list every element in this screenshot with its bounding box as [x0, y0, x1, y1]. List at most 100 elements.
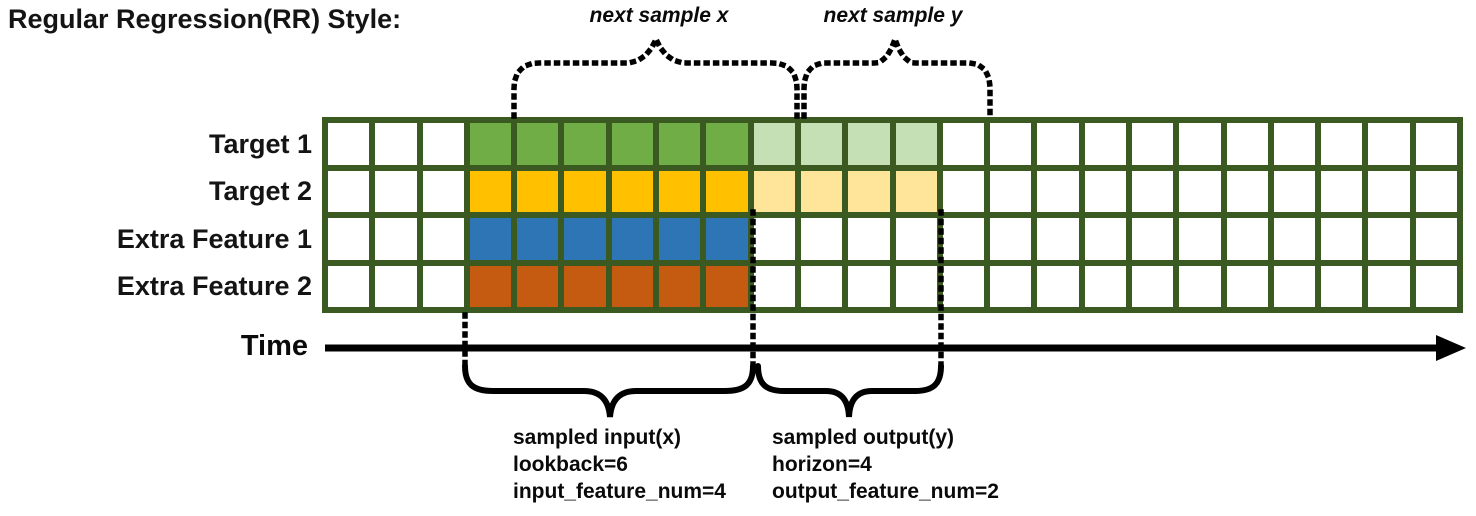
grid-cell — [422, 265, 464, 307]
grid-cell — [659, 265, 701, 307]
grid-cell — [753, 170, 795, 212]
grid-cell — [1179, 218, 1221, 260]
grid-cell — [895, 170, 937, 212]
grid-cell — [328, 170, 370, 212]
grid-cell — [469, 265, 512, 307]
horizon-value: horizon=4 — [772, 453, 872, 476]
grid-cell — [422, 170, 464, 212]
grid-cell — [659, 218, 701, 260]
grid-cell — [706, 218, 748, 260]
grid-cell — [1273, 123, 1316, 165]
grid-cell — [1368, 170, 1410, 212]
sampled-input-title: sampled input(x) — [513, 426, 682, 449]
sampled-output-title: sampled output(y) — [772, 426, 954, 449]
grid-cell — [375, 123, 417, 165]
grid-cell — [848, 218, 890, 260]
sample-grid — [322, 117, 1463, 313]
grid-cell — [422, 123, 464, 165]
grid-cell — [564, 218, 606, 260]
grid-cell — [1415, 170, 1457, 212]
grid-cell — [469, 218, 512, 260]
sampled-input-brace — [462, 363, 756, 418]
grid-cell — [942, 170, 985, 212]
row-label-target-2: Target 2 — [208, 176, 312, 206]
input-feature-num-value: input_feature_num=4 — [513, 480, 726, 503]
grid-cell — [1037, 218, 1079, 260]
grid-cell — [1131, 265, 1174, 307]
grid-cell — [895, 123, 937, 165]
grid-cell — [990, 265, 1032, 307]
grid-cell — [895, 265, 937, 307]
grid-cell — [469, 123, 512, 165]
grid-cell — [375, 265, 417, 307]
grid-cell — [753, 123, 795, 165]
grid-cell — [1084, 218, 1126, 260]
grid-cell — [942, 265, 985, 307]
output-feature-num-value: output_feature_num=2 — [772, 480, 999, 503]
sampled-output-brace — [755, 363, 944, 418]
grid-cell — [1321, 265, 1363, 307]
grid-cell — [1368, 123, 1410, 165]
grid-cell — [990, 170, 1032, 212]
grid-cell — [1415, 265, 1457, 307]
grid-cell — [753, 218, 795, 260]
grid-cell — [611, 123, 654, 165]
next-sample-y-dotted-brace — [801, 30, 993, 119]
row-label-extra-feature-1: Extra Feature 1 — [116, 224, 312, 254]
grid-cell — [375, 218, 417, 260]
grid-cell — [848, 170, 890, 212]
grid-cell — [800, 218, 843, 260]
grid-cell — [1037, 265, 1079, 307]
grid-cell — [611, 170, 654, 212]
grid-cell — [1179, 265, 1221, 307]
grid-cell — [1131, 218, 1174, 260]
grid-cell — [469, 170, 512, 212]
grid-cell — [328, 265, 370, 307]
grid-cell — [753, 265, 795, 307]
grid-cell — [659, 123, 701, 165]
grid-cell — [942, 123, 985, 165]
grid-cell — [706, 170, 748, 212]
grid-cell — [800, 265, 843, 307]
grid-cell — [517, 170, 559, 212]
grid-cell — [942, 218, 985, 260]
next-sample-x-dotted-brace — [511, 31, 800, 119]
grid-cell — [895, 218, 937, 260]
grid-cell — [1226, 218, 1268, 260]
grid-cell — [659, 170, 701, 212]
lookback-value: lookback=6 — [513, 453, 628, 476]
grid-cell — [1415, 123, 1457, 165]
time-axis-arrowhead-icon — [1436, 335, 1466, 361]
grid-cell — [848, 123, 890, 165]
grid-cell — [800, 123, 843, 165]
grid-cell — [800, 170, 843, 212]
row-label-extra-feature-2: Extra Feature 2 — [116, 271, 312, 301]
grid-cell — [1273, 218, 1316, 260]
time-axis-label: Time — [240, 330, 308, 362]
grid-cell — [1226, 265, 1268, 307]
grid-cell — [1037, 123, 1079, 165]
grid-cell — [564, 265, 606, 307]
grid-cell — [1273, 170, 1316, 212]
grid-cell — [990, 218, 1032, 260]
grid-cell — [1179, 123, 1221, 165]
next-sample-y-label: next sample y — [823, 4, 963, 27]
grid-cell — [517, 265, 559, 307]
grid-cell — [564, 123, 606, 165]
grid-cell — [1131, 123, 1174, 165]
grid-cell — [1084, 123, 1126, 165]
grid-cell — [1368, 218, 1410, 260]
row-label-target-1: Target 1 — [208, 129, 312, 159]
grid-cell — [1273, 265, 1316, 307]
grid-cell — [1321, 170, 1363, 212]
grid-cell — [1131, 170, 1174, 212]
next-sample-x-label: next sample x — [589, 4, 729, 27]
grid-cell — [1179, 170, 1221, 212]
grid-cell — [517, 218, 559, 260]
grid-cell — [1084, 170, 1126, 212]
grid-cell — [328, 123, 370, 165]
grid-cell — [706, 265, 748, 307]
grid-cell — [1037, 170, 1079, 212]
grid-cell — [706, 123, 748, 165]
